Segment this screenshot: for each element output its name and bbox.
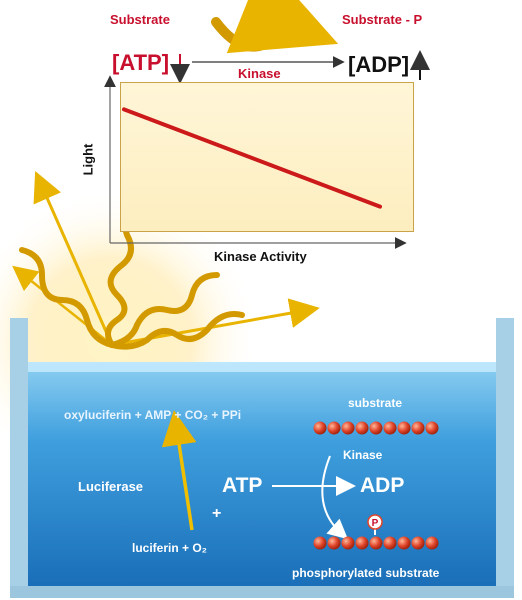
substrate-bead xyxy=(369,536,383,550)
luciferase-text: Luciferase xyxy=(78,479,144,494)
light-vs-kinase-line xyxy=(122,107,382,209)
substrate-bead xyxy=(397,421,411,435)
substrate-beads xyxy=(313,421,439,435)
luciferin-up-arrow xyxy=(161,410,197,531)
substrate-p-label: Substrate - P xyxy=(342,12,423,27)
x-axis-label: Kinase Activity xyxy=(214,249,307,264)
substrate-bead xyxy=(411,421,425,435)
kinase-text: Kinase xyxy=(343,448,383,462)
photon-wave xyxy=(105,210,145,348)
substrate-bead xyxy=(313,421,327,435)
phosphorylated-beads xyxy=(313,536,439,550)
substrate-bead xyxy=(383,536,397,550)
tank-bottom xyxy=(10,586,514,598)
light-ray xyxy=(33,171,114,346)
substrate-bead xyxy=(411,536,425,550)
substrate-bead xyxy=(355,421,369,435)
adp-text: ADP xyxy=(360,474,405,497)
phosphate-transfer-arrow xyxy=(211,0,339,54)
plus-sign: + xyxy=(212,505,222,522)
photon-wave xyxy=(109,272,220,348)
atp-concentration-label: [ATP] xyxy=(112,50,170,75)
photon-wave xyxy=(109,311,245,350)
kinase-label: Kinase xyxy=(238,66,281,81)
substrate-bead xyxy=(355,536,369,550)
substrate-bead xyxy=(327,421,341,435)
tank-right-wall xyxy=(496,318,514,596)
water-surface xyxy=(28,362,496,372)
substrate-bead xyxy=(369,421,383,435)
substrate-label: Substrate xyxy=(110,12,170,27)
substrate-bead xyxy=(425,421,439,435)
chart-panel xyxy=(120,82,414,232)
adp-concentration-label: [ADP] xyxy=(348,52,410,77)
substrate-bead xyxy=(341,421,355,435)
substrate-bead xyxy=(327,536,341,550)
phosphate-marker: P xyxy=(372,518,379,529)
substrate-bead xyxy=(341,536,355,550)
atp-text: ATP xyxy=(222,474,263,497)
phosphorylation-arrow xyxy=(321,455,349,540)
substrate-bead xyxy=(383,421,397,435)
phosphate-circle xyxy=(367,514,383,530)
phosphorylated-text: phosphorylated substrate xyxy=(292,566,440,580)
luciferin-text: luciferin + O₂ xyxy=(132,541,208,555)
substrate-text: substrate xyxy=(348,396,403,410)
reaction-products: oxyluciferin + AMP + CO₂ + PPi xyxy=(64,408,242,422)
substrate-bead xyxy=(313,536,327,550)
y-axis-label: Light xyxy=(80,143,96,176)
substrate-bead xyxy=(425,536,439,550)
substrate-bead xyxy=(397,536,411,550)
photon-wave xyxy=(19,247,115,348)
tank-left-wall xyxy=(10,318,28,596)
